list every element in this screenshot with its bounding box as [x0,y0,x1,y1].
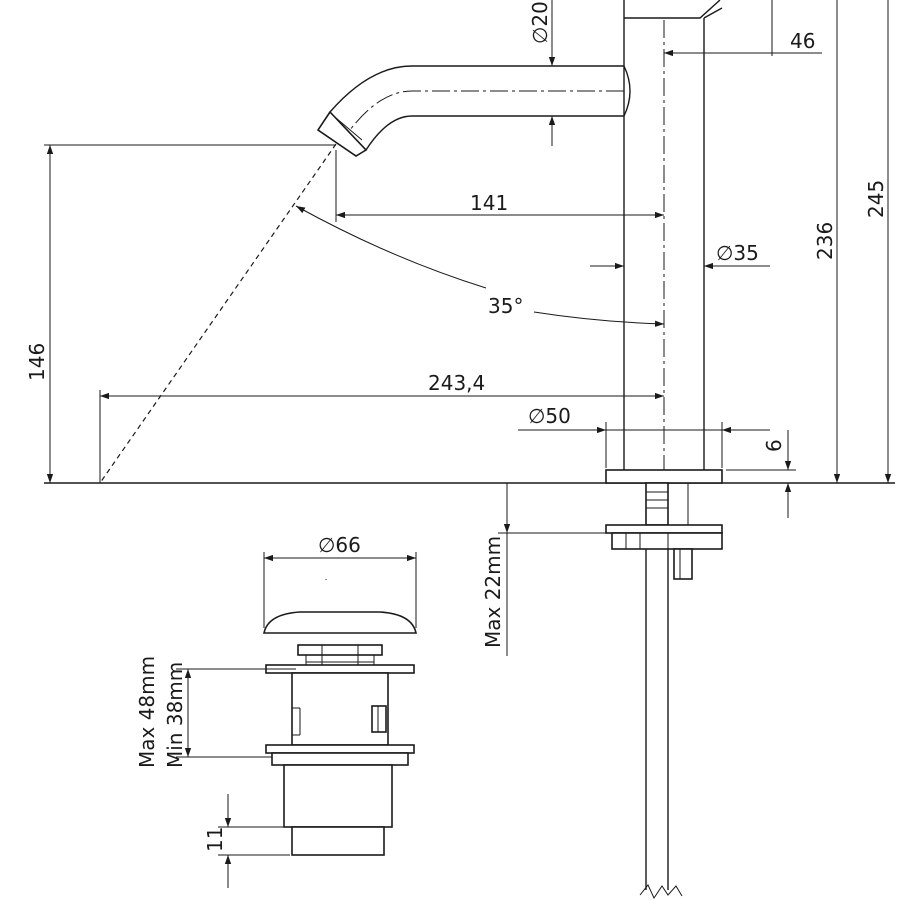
total-reach-label: 243,4 [428,371,485,395]
dim-waste-diameter: ∅66 [263,533,417,628]
handle-offset-label: 46 [790,29,815,53]
spout-reach-label: 141 [470,191,508,215]
dim-spout-diameter: ∅20 [528,0,560,146]
dim-outlet-height: 146 [25,144,336,483]
dim-total-height: 245 [864,0,892,483]
dim-body-diameter: ∅35 [590,241,770,270]
fixing-assembly [605,482,723,900]
dim-waste-thread: 11 [203,794,290,888]
dim-max-deck-thickness: Max 22mm [481,483,612,656]
dim-base-thickness: 6 [726,430,796,518]
dim-total-reach: 243,4 [99,371,664,483]
max-deck-thickness-label: Max 22mm [481,536,505,648]
dim-spray-angle: 35° [295,205,665,327]
spray-angle-label: 35° [488,294,523,318]
body-diameter-label: ∅35 [716,241,759,265]
waste-min-label: Min 38mm [163,662,187,768]
dim-handle-offset: 46 [664,0,822,57]
dim-body-height: 236 [813,0,841,483]
base-thickness-label: 6 [762,439,786,452]
outlet-height-label: 146 [25,343,49,381]
dim-waste-range: Max 48mm Min 38mm [135,656,296,768]
dim-base-diameter: ∅50 [518,404,770,468]
waste-max-label: Max 48mm [135,656,159,768]
waste-thread-label: 11 [203,827,227,852]
spout-diameter-label: ∅20 [528,1,552,44]
dim-spout-reach: 141 [335,150,664,222]
waste-diameter-label: ∅66 [318,533,361,557]
spray-projection [99,143,337,484]
body-height-label: 236 [813,222,837,260]
spout [316,65,631,157]
base-diameter-label: ∅50 [528,404,571,428]
waste-assembly [263,579,417,856]
total-height-label: 245 [864,180,888,218]
mixer-body [605,0,723,484]
